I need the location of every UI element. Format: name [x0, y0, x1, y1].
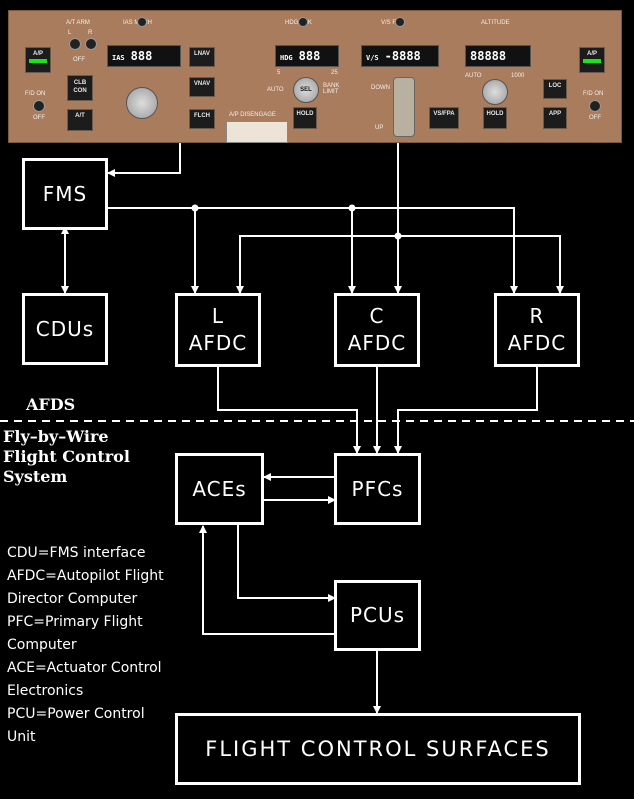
ap-right-annunciator — [583, 59, 601, 63]
bus-junction-dot — [191, 204, 199, 212]
fms-bus-line — [108, 207, 518, 294]
fd-right-switch[interactable] — [589, 100, 601, 112]
ap-right-label: A/P — [586, 51, 597, 57]
r-afdc-box: R AFDC — [494, 293, 580, 367]
l-afdc-box: L AFDC — [175, 293, 261, 367]
vnav-button[interactable]: VNAV — [189, 77, 215, 97]
legend-line: AFDC=Autopilot Flight — [7, 568, 164, 584]
ap-left-annunciator — [29, 59, 47, 63]
at-arm-label: A/T ARM — [66, 20, 90, 26]
vs-down-label: DOWN — [371, 85, 390, 91]
alt-auto-label: AUTO — [465, 73, 482, 79]
at-arm-r-label: R — [88, 30, 93, 36]
ias-window-label: IAS — [112, 54, 125, 62]
r-afdc-to-pfcs-line — [394, 367, 538, 454]
hdg-sel-knob[interactable]: SEL — [293, 77, 319, 103]
at-arm-l-label: L — [68, 30, 72, 36]
at-arm-left-switch[interactable] — [69, 38, 81, 50]
fd-off-left-label: OFF — [33, 115, 45, 121]
c-afdc-box: C AFDC — [334, 293, 420, 367]
at-arm-right-switch[interactable] — [85, 38, 97, 50]
fd-left-switch[interactable] — [33, 100, 45, 112]
hdg-trk-switch[interactable] — [298, 17, 308, 27]
legend-line: ACE=Actuator Control — [7, 660, 162, 676]
vs-fpa-button[interactable]: VS/FPA — [429, 107, 459, 129]
flch-button[interactable]: FLCH — [189, 109, 215, 129]
clb-con-button[interactable]: CLB CON — [67, 75, 93, 101]
mcp-bus-right-line — [398, 235, 564, 294]
at-button[interactable]: A/T — [67, 109, 93, 131]
alt-1000-label: 1000 — [511, 73, 525, 79]
bus-junction-dot — [394, 232, 402, 240]
altitude-value: 88888 — [470, 49, 507, 63]
legend-line: Computer — [7, 637, 77, 653]
vs-up-label: UP — [375, 125, 384, 131]
mcp-bus-left-line — [236, 235, 398, 294]
ap-left-button[interactable]: A/P — [25, 47, 51, 73]
legend-line: Unit — [7, 729, 36, 745]
legend-line: CDU=FMS interface — [7, 545, 146, 561]
fd-on-left-label: F/D ON — [25, 91, 46, 97]
hdg-value: 888 — [298, 49, 321, 63]
bus-junction-dot — [348, 204, 356, 212]
loc-button[interactable]: LOC — [543, 79, 567, 99]
mcp-to-fms-line — [107, 143, 181, 177]
legend-line: Director Computer — [7, 591, 138, 607]
bank-25-label: 25 — [331, 70, 338, 76]
altitude-selector-knob[interactable] — [482, 79, 508, 105]
altitude-label: ALTITUDE — [481, 20, 510, 26]
aces-to-pcus-line — [237, 525, 336, 602]
bank-5-label: 5 — [277, 70, 281, 76]
fbw-label: Fly–by–Wire Flight Control System — [3, 427, 130, 486]
ias-window: IAS 888 — [107, 45, 181, 67]
altitude-window: 88888 — [465, 45, 531, 67]
bank-limit-label: BANK LIMIT — [323, 83, 340, 95]
afds-label: AFDS — [26, 395, 76, 414]
vs-thumbwheel[interactable] — [393, 77, 415, 137]
alt-hold-button[interactable]: HOLD — [483, 107, 507, 129]
flight-control-surfaces-box: FLIGHT CONTROL SURFACES — [175, 713, 581, 785]
legend-line: PCU=Power Control — [7, 706, 145, 722]
pcus-to-aces-line — [199, 525, 335, 635]
at-arm-off-label: OFF — [73, 57, 85, 63]
speed-selector-knob[interactable] — [126, 87, 158, 119]
vs-value: -8888 — [384, 49, 421, 63]
aces-box: ACEs — [175, 453, 264, 525]
pcus-box: PCUs — [334, 580, 421, 651]
lnav-button[interactable]: LNAV — [189, 47, 215, 67]
legend-line: PFC=Primary Flight — [7, 614, 143, 630]
ap-disengage-label: A/P DISENGAGE — [229, 112, 276, 118]
mode-control-panel: A/T ARM L R OFF IAS MACH HDG TRK V/S FPA… — [8, 10, 622, 143]
auto-hdg-label: AUTO — [267, 87, 284, 93]
l-afdc-to-pfcs-line — [217, 367, 361, 454]
ap-right-button[interactable]: A/P — [579, 47, 605, 73]
fms-box: FMS — [22, 158, 108, 230]
vs-window: V/S -8888 — [361, 45, 439, 67]
hdg-hold-button[interactable]: HOLD — [293, 107, 317, 129]
vs-fpa-switch[interactable] — [395, 17, 405, 27]
ias-value: 888 — [130, 49, 153, 63]
ap-disengage-bar[interactable] — [226, 121, 288, 143]
app-button[interactable]: APP — [543, 107, 567, 129]
ias-mach-switch[interactable] — [137, 17, 147, 27]
fd-on-right-label: F/D ON — [583, 91, 604, 97]
hdg-window: HDG 888 — [275, 45, 339, 67]
abbreviation-legend: CDU=FMS interface AFDC=Autopilot Flight … — [7, 542, 164, 749]
fd-off-right-label: OFF — [589, 115, 601, 121]
vs-window-label: V/S — [366, 54, 379, 62]
vs-fpa-label: V/S FPA — [381, 20, 404, 26]
hdg-window-label: HDG — [280, 54, 293, 62]
ap-left-label: A/P — [32, 51, 43, 57]
pfcs-box: PFCs — [334, 453, 421, 525]
cdus-box: CDUs — [22, 293, 108, 365]
legend-line: Electronics — [7, 683, 84, 699]
